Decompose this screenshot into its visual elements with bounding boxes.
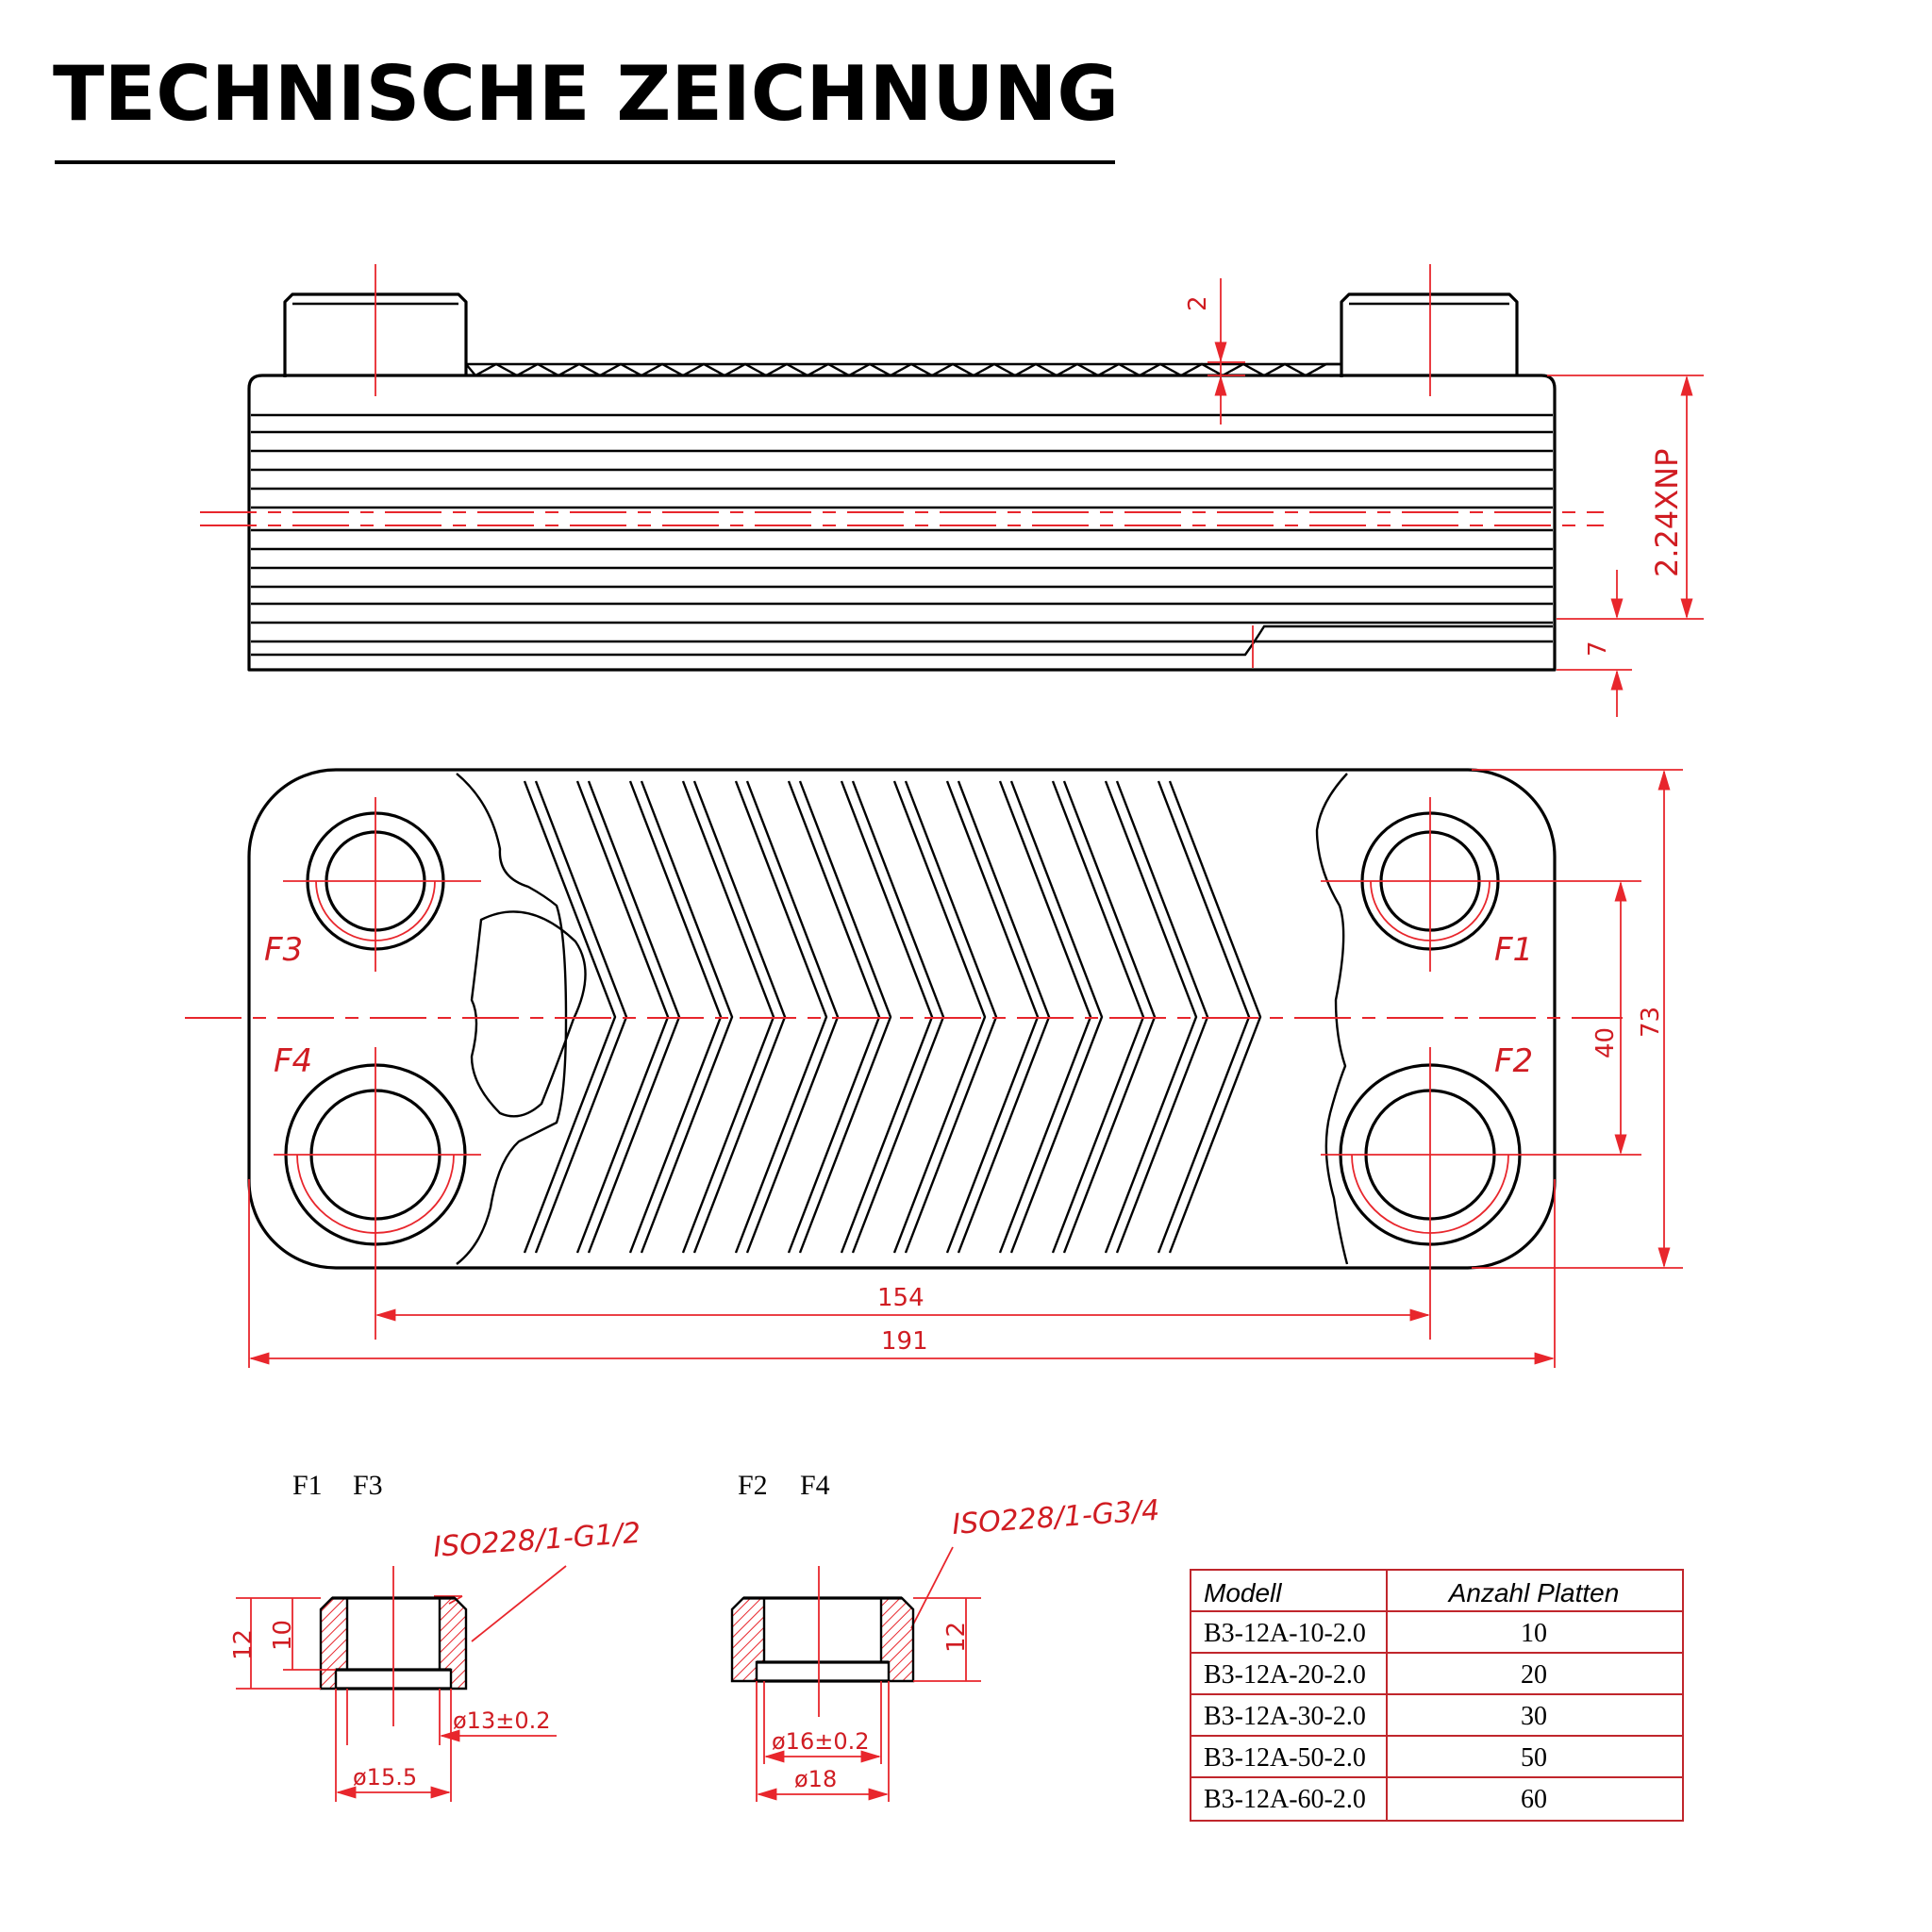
detail-large-dim-inner-dia: ø16±0.2 [772,1728,870,1755]
dim-port-spacing-vertical: 40 [1591,1027,1620,1058]
front-view: F3 F4 F1 F2 40 73 154 191 [185,768,1683,1368]
dim-base: 7 [1584,641,1612,657]
model-table: Modell Anzahl Platten B3-12A-10-2.0 10 B… [1190,1569,1684,1822]
table-cell-model: B3-12A-60-2.0 [1204,1785,1366,1814]
detail-small-thread: ISO228/1-G1/2 [432,1517,641,1564]
table-cell-model: B3-12A-50-2.0 [1204,1743,1366,1773]
dim-width: 191 [881,1327,928,1356]
chevron-pattern [523,780,1262,1254]
side-zigzag [465,362,1341,377]
detail-large-dim-outer-dia: ø18 [794,1766,837,1792]
table-cell-model: B3-12A-30-2.0 [1204,1702,1366,1731]
detail-small-dim-height-inner: 10 [269,1620,297,1651]
table-cell-plates: 30 [1521,1702,1547,1731]
label-f1: F1 [1494,931,1533,969]
table-row: B3-12A-30-2.0 30 [1204,1702,1547,1731]
detail-small-dim-inner-dia: ø13±0.2 [453,1707,551,1734]
detail-small-port-b: F3 [353,1470,383,1501]
title-underline [55,160,1115,164]
detail-small-dim-height-outer: 12 [229,1629,258,1660]
detail-large-port-b: F4 [800,1470,830,1501]
detail-large-thread: ISO228/1-G3/4 [951,1494,1160,1541]
table-cell-plates: 60 [1521,1785,1547,1814]
connection-detail-small: F1 F3 ISO228/1-G1/2 12 10 ø13±0.2 ø15.5 [229,1470,641,1802]
front-right-boundary [1315,773,1349,1265]
label-f2: F2 [1494,1042,1533,1080]
label-f3: F3 [264,931,303,969]
connection-detail-large: F2 F4 ISO228/1-G3/4 12 ø16±0.2 ø18 [730,1470,1160,1802]
side-stub-right [1340,292,1519,377]
table-cell-model: B3-12A-20-2.0 [1204,1660,1366,1690]
table-header-plates: Anzahl Platten [1447,1578,1620,1607]
detail-large-dim-height: 12 [942,1622,971,1653]
detail-large-port-a: F2 [738,1470,768,1501]
table-row: B3-12A-60-2.0 60 [1204,1785,1547,1814]
table-row: B3-12A-50-2.0 50 [1204,1743,1547,1773]
table-row: B3-12A-10-2.0 10 [1204,1619,1547,1648]
side-view: 2 2.24XNP 7 [200,264,1704,717]
dim-height: 73 [1637,1007,1665,1038]
page-title: TECHNISCHE ZEICHNUNG [53,50,1119,138]
table-cell-plates: 20 [1521,1660,1547,1690]
dim-top-gap: 2 [1184,295,1212,311]
table-header-model: Modell [1204,1578,1282,1607]
dim-port-spacing-horizontal: 154 [877,1284,924,1312]
detail-small-dim-outer-dia: ø15.5 [353,1764,417,1790]
detail-small-port-a: F1 [292,1470,323,1501]
table-cell-model: B3-12A-10-2.0 [1204,1619,1366,1648]
front-left-lobe [470,910,587,1118]
table-row: B3-12A-20-2.0 20 [1204,1660,1547,1690]
table-cell-plates: 10 [1521,1619,1547,1648]
table-cell-plates: 50 [1521,1743,1547,1773]
label-f4: F4 [274,1042,312,1080]
dim-plate-pack: 2.24XNP [1649,449,1685,577]
